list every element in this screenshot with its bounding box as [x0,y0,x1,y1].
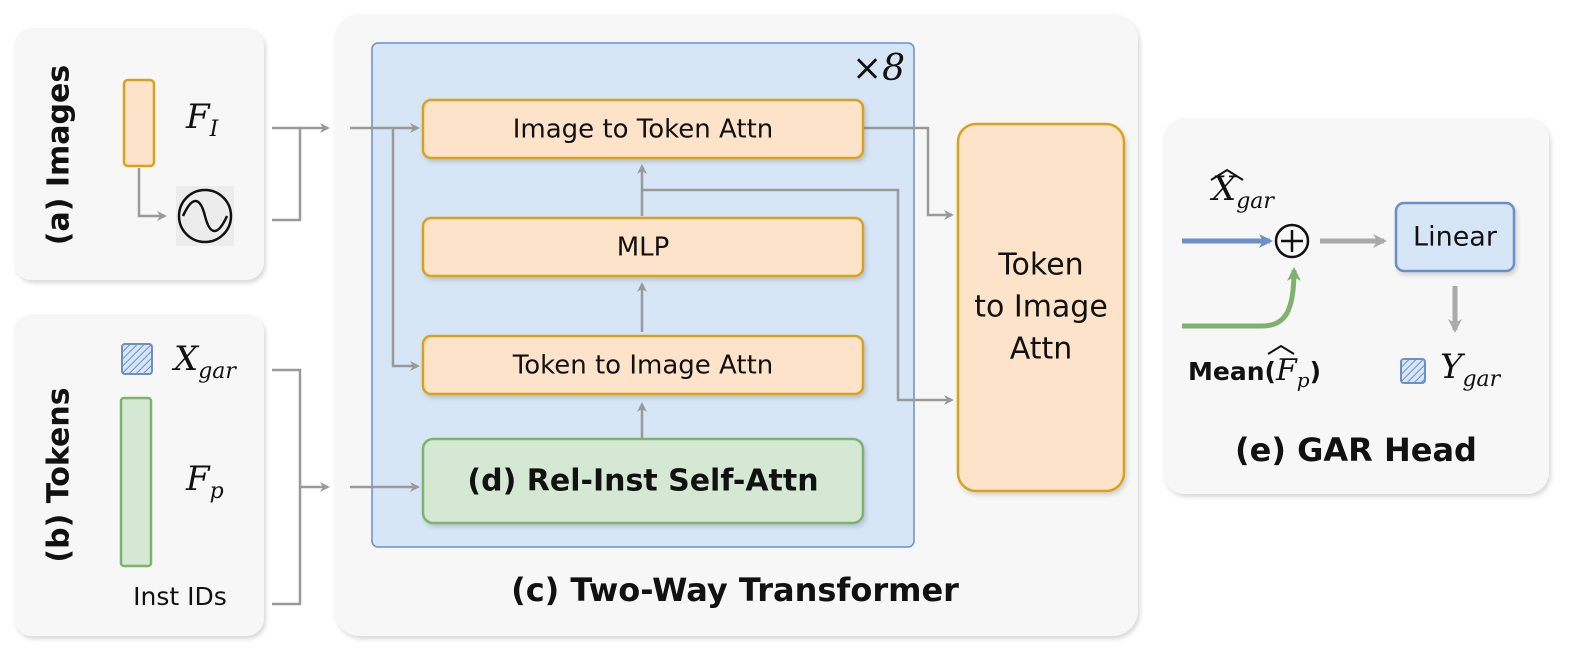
mlp-to-final-arrow [642,188,954,405]
image-to-token-attn-label: Image to Token Attn [513,115,774,145]
mlp-block [421,216,865,278]
image-skip-arrow [391,128,420,371]
token-to-image-attn-label: Token to Image Attn [512,351,774,381]
hatched-token-icon [121,343,153,375]
mean-input-arrow [1182,267,1301,329]
image-feature-block [122,78,156,168]
final-token-to-image-block [956,122,1126,493]
mean-fp-label: Mean(Fp) [1188,344,1321,392]
final-block-line2: to Image [974,290,1108,325]
svg-text:Xgar: Xgar [1209,169,1275,214]
inst-ids-label: Inst IDs [133,582,227,611]
images-panel-title: (a) Images [42,65,77,245]
rel-inst-self-attn-block [421,437,865,525]
repeat-count: ×8 [852,48,905,89]
add-operator-icon [1274,223,1310,259]
fp-label: Fp [185,459,224,504]
image-feature-label: FI [185,97,220,142]
xgar-label: Xgar [171,339,237,384]
gar-head-panel-title: (e) GAR Head [1235,431,1477,469]
mlp-label: MLP [617,233,670,263]
image-to-token-attn-block [421,98,865,160]
y-gar-label: Ygar [1440,347,1502,392]
hatched-token-icon [1400,358,1426,384]
linear-block [1394,201,1516,273]
final-block-line1: Token [997,248,1083,283]
token-to-image-attn-block [421,334,865,396]
tokens-merge-connector [272,368,302,606]
transformer-panel-title: (c) Two-Way Transformer [511,571,959,609]
i2t-to-final-arrow [864,126,954,220]
tokens-panel-title: (b) Tokens [42,387,77,562]
xhat-gar-label: Xgar [1209,168,1275,214]
images-merge-connector [272,126,302,222]
feature-to-encoding-arrow [137,168,167,221]
final-block-line3: Attn [1010,332,1073,367]
sinusoid-positional-encoding-icon [176,186,234,246]
svg-text:Mean(Fp): Mean(Fp) [1188,353,1321,392]
point-feature-block [119,396,153,568]
linear-label: Linear [1413,222,1498,253]
rel-inst-self-attn-label: (d) Rel-Inst Self-Attn [467,464,818,499]
